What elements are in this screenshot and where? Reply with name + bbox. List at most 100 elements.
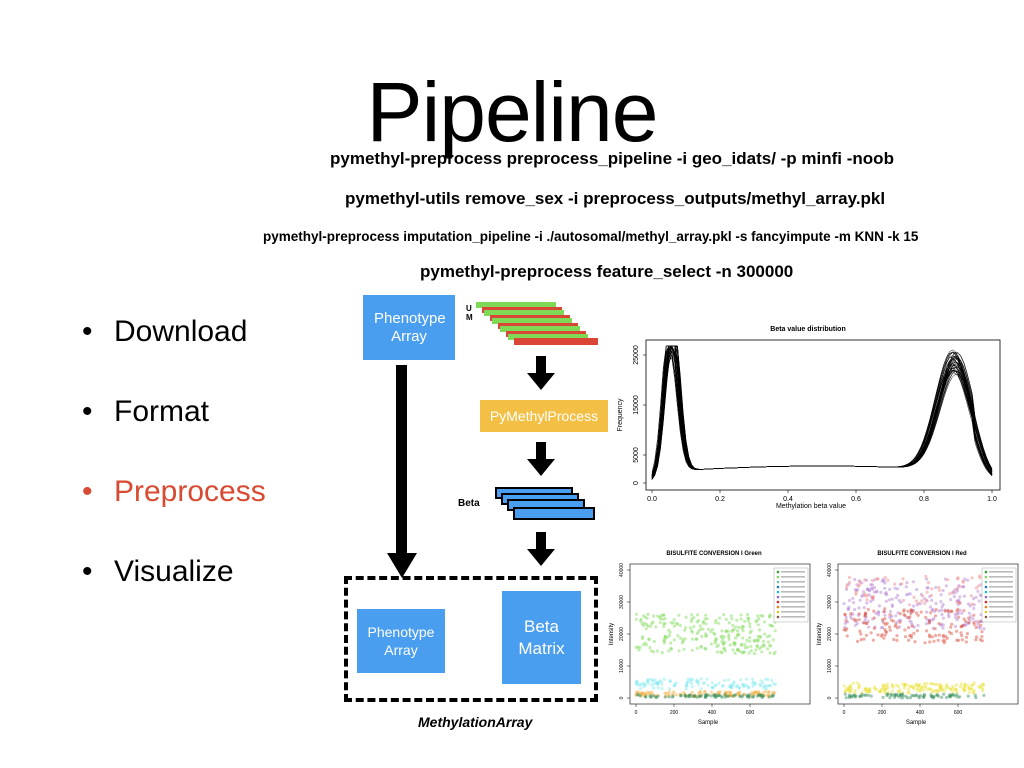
- green-point: [697, 691, 701, 695]
- red-point: [939, 608, 944, 612]
- green-point: [639, 682, 643, 687]
- green-point: [720, 651, 724, 655]
- green-point: [645, 616, 649, 620]
- red-point: [880, 625, 885, 629]
- red-point: [960, 634, 964, 638]
- red-point: [888, 628, 892, 632]
- green-point: [696, 619, 701, 623]
- red-point: [845, 585, 849, 589]
- red-point: [949, 693, 953, 698]
- red-point: [858, 629, 862, 633]
- green-point: [635, 680, 639, 684]
- green-point: [691, 694, 695, 698]
- green-point: [712, 694, 716, 698]
- green-point: [753, 690, 757, 694]
- green-point: [761, 694, 765, 698]
- green-point: [684, 695, 688, 699]
- red-point: [858, 583, 862, 587]
- green-point: [675, 693, 679, 697]
- green-point: [714, 637, 718, 641]
- red-point: [848, 684, 852, 688]
- red-point: [926, 581, 931, 585]
- red-point: [939, 600, 943, 604]
- green-point: [713, 693, 717, 697]
- red-ytick-label: 20000: [827, 627, 833, 641]
- red-point: [897, 689, 901, 693]
- green-point: [758, 693, 762, 697]
- red-point: [867, 687, 871, 692]
- red-point: [857, 606, 861, 610]
- green-point: [709, 642, 713, 646]
- green-point: [634, 680, 638, 684]
- green-point: [716, 694, 720, 698]
- red-point: [958, 601, 962, 605]
- red-point: [848, 688, 853, 693]
- red-point: [890, 604, 894, 608]
- green-legend-swatch: [776, 585, 780, 589]
- red-point: [956, 599, 960, 603]
- green-point: [759, 613, 763, 618]
- red-point: [873, 687, 877, 691]
- red-point: [936, 690, 940, 694]
- green-point: [646, 681, 650, 685]
- green-point: [652, 686, 656, 690]
- red-point: [893, 694, 897, 698]
- green-point: [673, 684, 677, 688]
- red-point: [845, 627, 849, 631]
- red-point: [899, 693, 903, 697]
- red-point: [941, 626, 945, 630]
- red-point: [857, 618, 861, 622]
- red-point: [974, 595, 978, 599]
- green-point: [747, 695, 751, 700]
- red-point: [865, 594, 869, 598]
- red-point: [869, 631, 873, 635]
- red-point: [943, 608, 947, 612]
- methylationarray-container: [344, 576, 598, 702]
- green-point: [746, 616, 750, 620]
- red-point: [929, 693, 933, 697]
- green-point: [759, 693, 763, 697]
- red-point: [961, 579, 965, 583]
- green-point: [762, 686, 766, 690]
- red-point: [922, 681, 927, 685]
- green-point: [723, 649, 727, 653]
- red-legend-swatch: [984, 600, 988, 604]
- green-point: [637, 693, 641, 697]
- green-point: [648, 694, 652, 698]
- red-point: [935, 682, 939, 687]
- red-point: [930, 608, 934, 612]
- red-point: [933, 609, 937, 614]
- green-point: [679, 694, 683, 698]
- red-point: [951, 591, 955, 595]
- green-point: [731, 648, 735, 652]
- red-point: [857, 686, 861, 690]
- green-point: [702, 690, 707, 694]
- red-point: [854, 694, 858, 698]
- beta-plot-title: Beta value distribution: [770, 326, 845, 333]
- red-point: [864, 611, 868, 616]
- red-point: [938, 685, 942, 689]
- red-point: [928, 594, 932, 599]
- green-point: [756, 639, 760, 643]
- bullet-label: Download: [114, 315, 248, 348]
- green-xtick-label: 0: [635, 710, 638, 716]
- green-point: [748, 622, 752, 626]
- green-point: [771, 694, 775, 699]
- green-point: [663, 621, 667, 626]
- green-point: [773, 650, 777, 654]
- green-point: [733, 693, 737, 697]
- green-point: [745, 612, 750, 617]
- red-point: [866, 693, 871, 697]
- red-point: [961, 585, 965, 589]
- green-point: [732, 643, 737, 647]
- green-point: [683, 637, 687, 641]
- red-point: [859, 632, 863, 636]
- green-point: [643, 683, 647, 687]
- green-point: [650, 692, 654, 696]
- red-point: [934, 633, 938, 638]
- green-point: [731, 694, 735, 698]
- green-point: [662, 677, 666, 681]
- red-point: [853, 689, 857, 693]
- red-point: [886, 686, 890, 690]
- red-point: [949, 632, 953, 636]
